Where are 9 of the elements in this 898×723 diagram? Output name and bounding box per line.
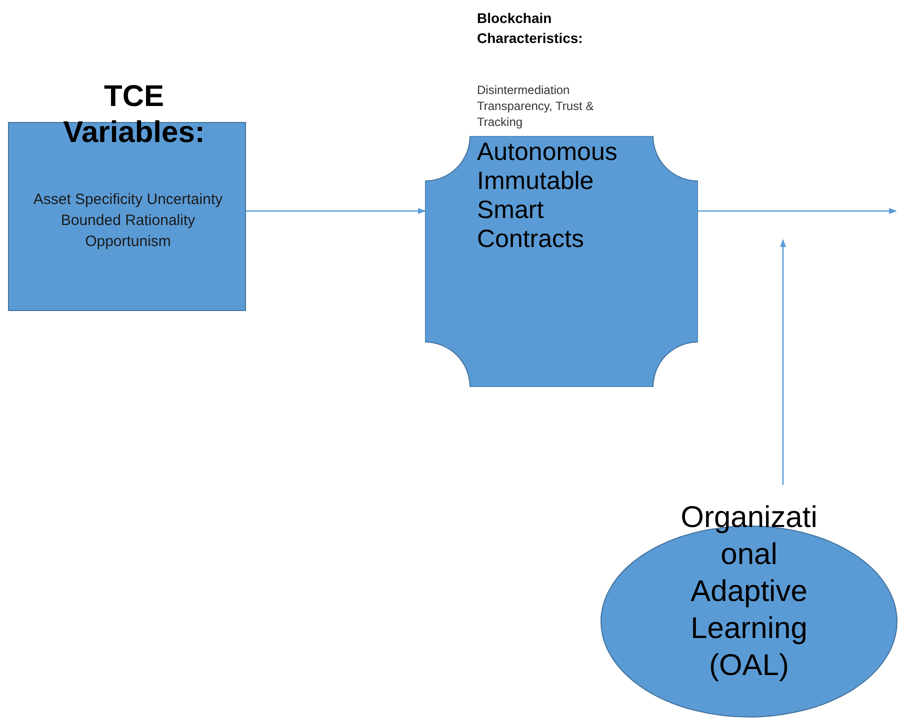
characteristics-list: Disintermediation Transparency, Trust & Tracking (477, 82, 642, 130)
node-text: Organizational Adaptive Learning (OAL) (680, 500, 818, 684)
arrow (780, 239, 786, 485)
box-heading: TCE Variables: (62, 79, 206, 151)
node-text: Autonomous Immutable Smart Contracts (477, 138, 618, 254)
arrow (246, 208, 426, 214)
variable-list: Asset Specificity Uncertainty Bounded Rationality Opportunism (23, 189, 233, 252)
arrow (698, 208, 897, 214)
characteristics-heading: Blockchain Characteristics: (477, 9, 584, 48)
